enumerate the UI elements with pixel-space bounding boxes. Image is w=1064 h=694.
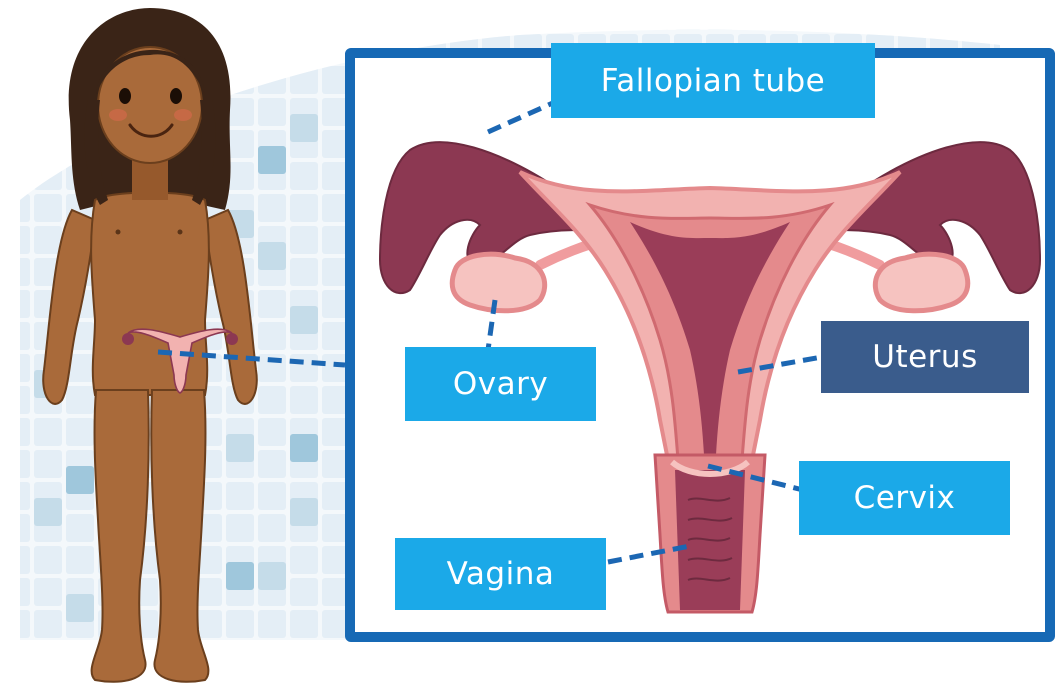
leader-cervix — [708, 466, 803, 490]
leader-ovary — [488, 300, 495, 350]
label-ovary: Ovary — [405, 347, 596, 421]
label-cervix: Cervix — [799, 461, 1010, 535]
leader-zoom — [158, 352, 345, 365]
leader-fallopian-tube — [488, 102, 555, 132]
label-fallopian-tube: Fallopian tube — [551, 43, 875, 118]
leader-vagina — [608, 546, 690, 562]
leader-uterus — [738, 357, 822, 372]
label-vagina: Vagina — [395, 538, 606, 610]
label-uterus: Uterus — [821, 321, 1029, 393]
